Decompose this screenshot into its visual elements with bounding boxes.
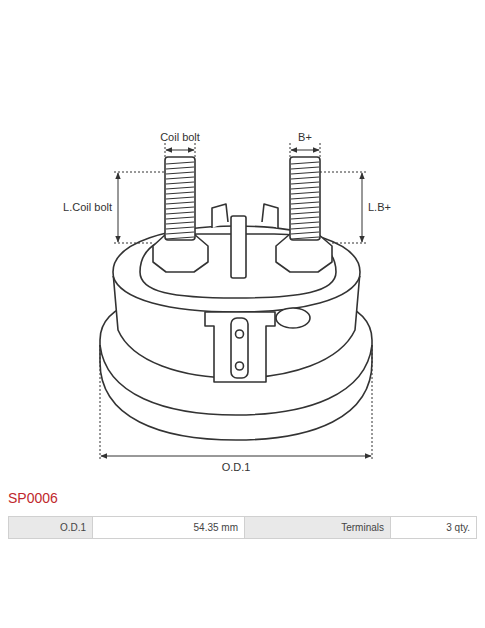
thread-line	[166, 207, 194, 209]
thread-line	[166, 212, 194, 214]
thread-line	[291, 187, 319, 189]
thread-line	[166, 227, 194, 229]
thread-line	[166, 232, 194, 234]
dimension-label: O.D.1	[222, 461, 251, 474]
center-tab	[231, 216, 246, 278]
coil-bolt	[165, 157, 195, 240]
thread-line	[166, 167, 194, 169]
table-value: 54.35 mm	[92, 516, 245, 539]
thread-line	[166, 237, 194, 239]
thread-line	[291, 197, 319, 199]
part-number: SP0006	[8, 490, 58, 507]
terminal-hole	[236, 330, 244, 338]
thread-line	[166, 182, 194, 184]
dimension-lines	[100, 143, 372, 460]
dimension-label: Coil bolt	[160, 131, 200, 144]
thread-line	[291, 227, 319, 229]
thread-line	[166, 172, 194, 174]
thread-line	[291, 207, 319, 209]
thread-line	[291, 232, 319, 234]
clip	[262, 204, 278, 228]
thread-line	[291, 202, 319, 204]
dimension-label: B+	[298, 131, 312, 144]
thread-line	[166, 202, 194, 204]
table-header: Terminals	[244, 516, 391, 539]
terminal-hole	[236, 362, 244, 370]
thread-line	[166, 222, 194, 224]
thread-line	[291, 212, 319, 214]
dimension-label: L.Coil bolt	[63, 201, 112, 214]
thread-line	[291, 217, 319, 219]
table-value: 3 qty.	[390, 516, 477, 539]
thread-line	[166, 217, 194, 219]
thread-line	[291, 182, 319, 184]
thread-line	[166, 177, 194, 179]
table-header: O.D.1	[8, 516, 93, 539]
thread-line	[291, 172, 319, 174]
thread-line	[291, 237, 319, 239]
thread-line	[291, 162, 319, 164]
dimension-label: L.B+	[368, 201, 391, 214]
thread-line	[291, 177, 319, 179]
front-terminal	[205, 312, 275, 382]
terminal-slot	[231, 318, 248, 378]
thread-line	[166, 197, 194, 199]
clip	[212, 204, 228, 228]
thread-line	[166, 187, 194, 189]
thread-line	[291, 192, 319, 194]
b-plus-bolt	[290, 157, 320, 240]
mount-hole	[276, 308, 310, 328]
thread-line	[291, 167, 319, 169]
thread-line	[166, 192, 194, 194]
thread-line	[166, 162, 194, 164]
thread-line	[291, 222, 319, 224]
